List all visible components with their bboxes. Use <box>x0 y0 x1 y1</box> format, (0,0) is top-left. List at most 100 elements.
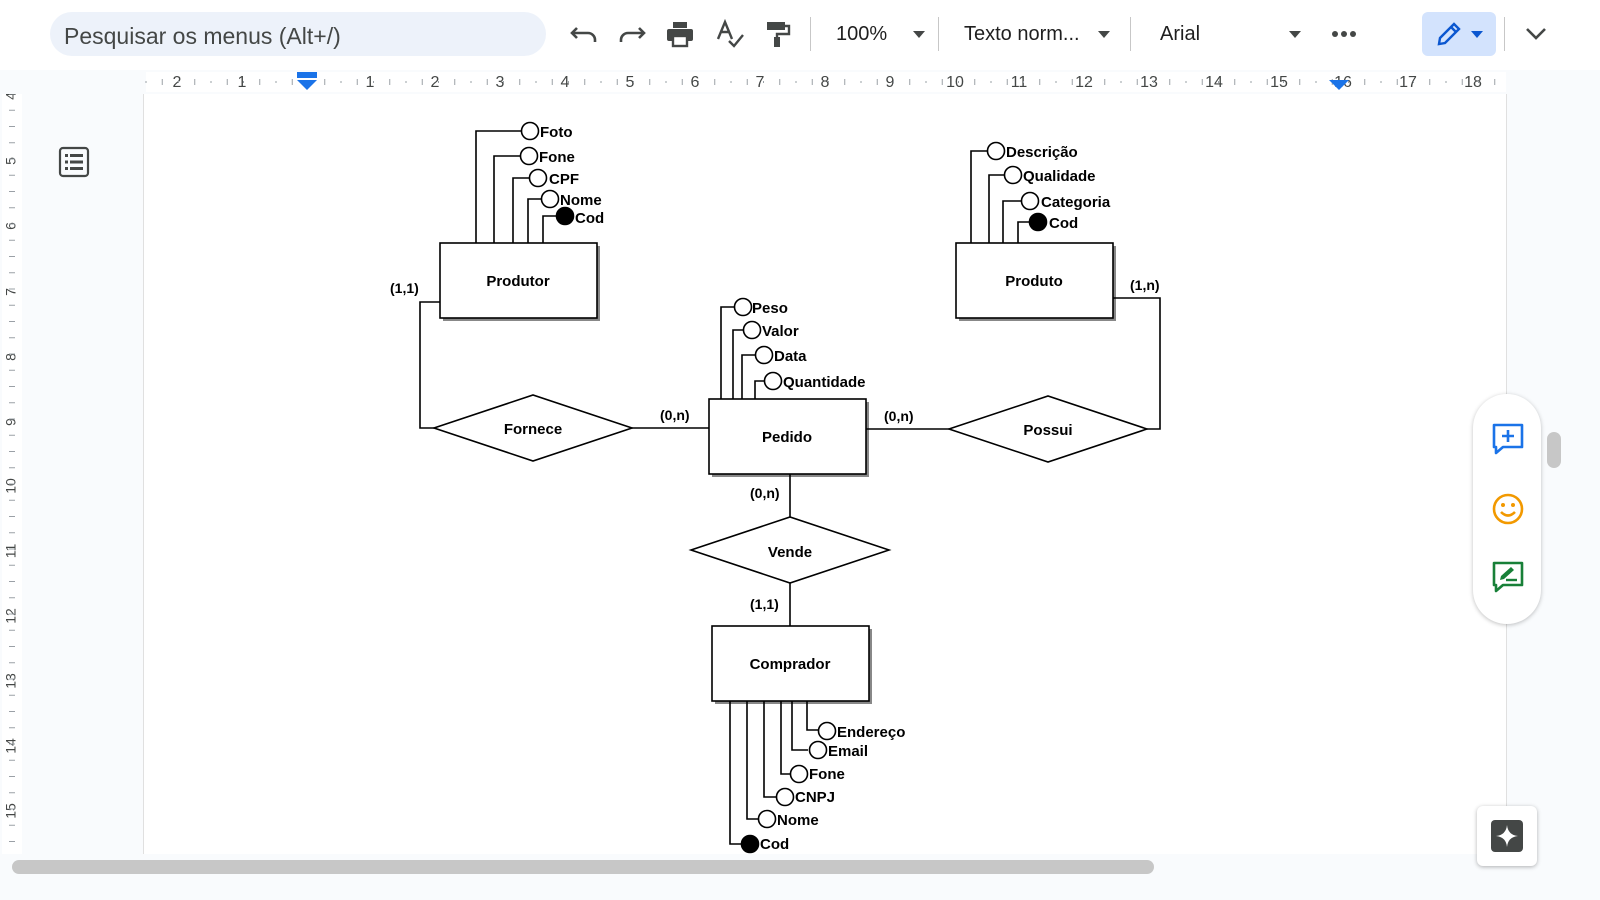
ruler-number: 9 <box>886 74 895 91</box>
ruler-page-area <box>146 72 1506 92</box>
attribute-marker <box>775 787 795 807</box>
vertical-scrollbar[interactable] <box>1547 432 1561 468</box>
attribute-marker <box>528 168 548 188</box>
side-action-panel <box>1473 394 1541 624</box>
attribute-marker <box>1003 165 1023 185</box>
ruler-number: 2 <box>431 74 440 91</box>
attribute-marker <box>808 740 828 760</box>
attribute-marker <box>763 371 783 391</box>
ruler-number: 5 <box>626 74 635 91</box>
entity-label-produto: Produto <box>1005 273 1063 290</box>
key-attribute-marker <box>740 834 760 854</box>
ruler-number: 12 <box>3 608 19 624</box>
relationship-label-possui: Possui <box>1023 422 1072 439</box>
attr-label: Fone <box>539 149 575 166</box>
attr-label: Cod <box>575 210 604 227</box>
attribute-marker <box>757 809 777 829</box>
emoji-reaction-icon[interactable] <box>1491 492 1525 526</box>
ruler-number: 2 <box>173 74 182 91</box>
ruler-number: 18 <box>1464 74 1482 91</box>
toolbar-separator <box>810 17 811 51</box>
document-page[interactable]: Produtor Produto Pedido Comprador Fornec… <box>144 94 1506 854</box>
ruler-number: 15 <box>3 803 19 819</box>
entity-produto <box>955 242 1114 319</box>
cardinality-pedido-fornece: (0,n) <box>660 407 690 423</box>
attribute-marker <box>519 146 539 166</box>
redo-button[interactable] <box>614 16 650 52</box>
add-comment-icon[interactable] <box>1491 422 1525 456</box>
explore-button[interactable] <box>1477 806 1537 866</box>
search-menus-input[interactable]: Pesquisar os menus (Alt+/) <box>50 12 546 56</box>
editing-mode-button[interactable] <box>1422 12 1496 56</box>
pencil-icon <box>1437 22 1461 46</box>
right-indent-marker-icon[interactable] <box>1328 78 1350 92</box>
ruler-number: 13 <box>3 673 19 689</box>
undo-button[interactable] <box>566 16 602 52</box>
indent-marker-icon[interactable] <box>296 72 318 92</box>
ruler-number: 11 <box>1011 74 1028 91</box>
attribute-marker <box>754 345 774 365</box>
toolbar: Pesquisar os menus (Alt+/) 100% Texto no… <box>0 0 1600 70</box>
collapse-menus-button[interactable] <box>1518 16 1554 52</box>
zoom-select[interactable]: 100% <box>826 16 936 52</box>
attribute-marker <box>733 297 753 317</box>
er-diagram[interactable]: Produtor Produto Pedido Comprador Fornec… <box>144 94 1506 854</box>
paint-format-icon <box>767 22 791 47</box>
redo-icon <box>619 27 646 42</box>
ruler-number: 3 <box>496 74 505 91</box>
attribute-marker <box>817 721 837 741</box>
style-select[interactable]: Texto norm... <box>954 16 1124 52</box>
ruler-number: 6 <box>691 74 700 91</box>
print-button[interactable] <box>662 16 698 52</box>
cardinality-produtor-fornece: (1,1) <box>390 280 419 296</box>
attribute-marker <box>789 764 809 784</box>
ruler-number: 10 <box>946 74 964 91</box>
ruler-number: 8 <box>3 353 19 361</box>
key-attribute-marker <box>555 206 575 226</box>
suggest-edits-icon[interactable] <box>1491 560 1525 594</box>
chevron-down-icon <box>1526 28 1546 40</box>
ruler-number: 9 <box>3 418 19 426</box>
ruler-number: 1 <box>366 74 375 91</box>
document-canvas[interactable]: Produtor Produto Pedido Comprador Fornec… <box>24 94 1600 854</box>
chevron-down-icon <box>913 30 926 38</box>
attr-label: Descrição <box>1006 144 1078 161</box>
horizontal-ruler[interactable]: 21123456789101112131415161718 <box>0 70 1600 95</box>
attr-label: Foto <box>540 124 572 141</box>
attr-label: Categoria <box>1041 194 1111 211</box>
entity-label-comprador: Comprador <box>750 656 831 673</box>
ruler-number: 11 <box>3 544 19 559</box>
entity-label-produtor: Produtor <box>486 273 549 290</box>
relationship-label-fornece: Fornece <box>504 421 562 438</box>
more-options-button[interactable] <box>1326 16 1362 52</box>
attribute-marker <box>520 121 540 141</box>
attribute-marker <box>540 189 560 209</box>
toolbar-separator <box>938 17 939 51</box>
relationship-label-vende: Vende <box>768 544 812 561</box>
toolbar-separator <box>1130 17 1131 51</box>
entity-produtor <box>439 242 598 319</box>
zoom-value: 100% <box>836 22 888 45</box>
horizontal-scrollbar[interactable] <box>12 860 1154 874</box>
ruler-number: 17 <box>1399 74 1417 91</box>
attribute-marker <box>986 141 1006 161</box>
cardinality-pedido-possui: (0,n) <box>884 408 914 424</box>
paint-format-button[interactable] <box>760 16 796 52</box>
font-value: Arial <box>1160 22 1201 45</box>
document-outline-icon[interactable] <box>58 146 90 178</box>
cardinality-comprador-vende: (1,1) <box>750 596 779 612</box>
chevron-down-icon <box>1289 30 1302 38</box>
attr-label: Qualidade <box>1023 168 1096 185</box>
font-select[interactable]: Arial <box>1150 16 1314 52</box>
attr-label: Peso <box>752 300 788 317</box>
entity-comprador <box>711 625 870 702</box>
spellcheck-button[interactable] <box>712 16 748 52</box>
ruler-number: 4 <box>3 94 19 100</box>
entity-label-pedido: Pedido <box>762 429 812 446</box>
ruler-number: 1 <box>238 74 247 91</box>
ruler-number: 13 <box>1140 74 1158 91</box>
chevron-down-icon <box>1097 30 1110 38</box>
ruler-number: 7 <box>3 288 19 296</box>
attr-label: Valor <box>762 323 799 340</box>
